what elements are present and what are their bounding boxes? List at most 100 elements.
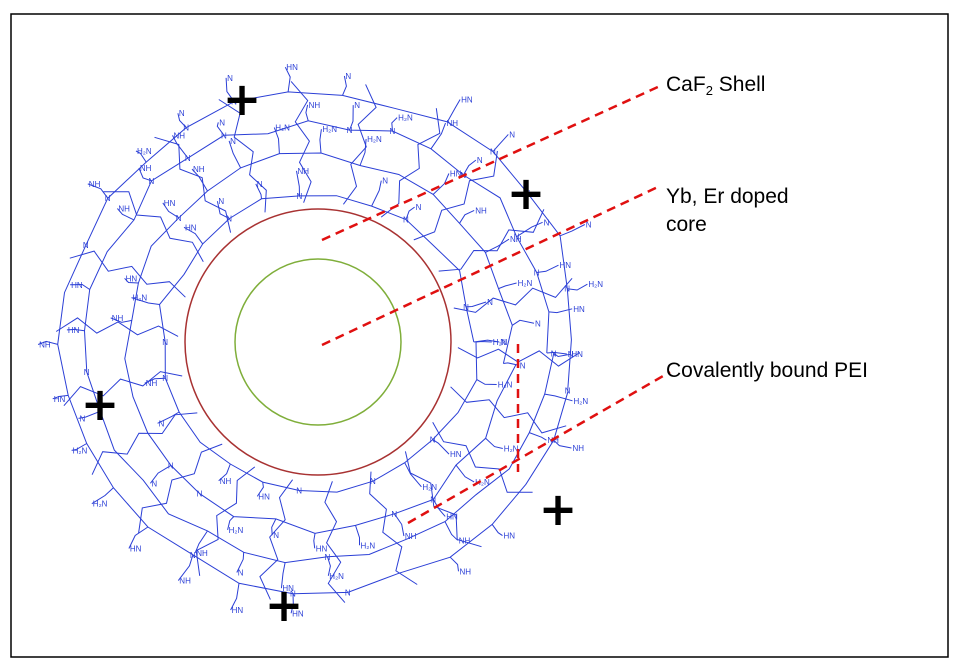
- polymer-branch: [117, 208, 135, 221]
- amine-group-label: N: [273, 531, 279, 540]
- polymer-branch: [256, 482, 264, 497]
- polymer-chain: [158, 195, 478, 493]
- amine-group-label: HN: [258, 492, 270, 501]
- polymer-branch: [78, 410, 101, 419]
- amine-group-label: HN: [54, 395, 66, 404]
- polymer-branch: [194, 530, 208, 553]
- core-label: Yb, Er doped core: [666, 183, 789, 239]
- amine-group-label: H₂N: [422, 483, 437, 492]
- core-label-line1: Yb, Er doped: [666, 185, 789, 208]
- polymer-branch: [216, 122, 225, 136]
- core-circle: [234, 258, 402, 426]
- amine-group-label: H₂N: [398, 114, 413, 123]
- polymer-branch: [498, 282, 517, 290]
- polymer-chain: [413, 150, 498, 241]
- amine-group-label: H₂N: [518, 279, 533, 288]
- positive-charge: +: [538, 482, 578, 536]
- polymer-branch: [466, 301, 487, 308]
- polymer-branch: [255, 183, 262, 199]
- polymer-branch: [491, 524, 503, 537]
- pei-label: Covalently bound PEI: [666, 359, 868, 382]
- amine-group-label: HN: [130, 545, 142, 554]
- polymer-branch: [430, 122, 446, 150]
- amine-group-label: N: [544, 218, 550, 227]
- amine-group-label: NH: [174, 131, 186, 140]
- polymer-branch: [444, 521, 459, 541]
- polymer-branch: [313, 533, 316, 549]
- polymer-branch: [138, 167, 152, 182]
- polymer-chain: [369, 471, 418, 585]
- polymer-branch: [216, 201, 230, 220]
- amine-group-label: N: [477, 156, 483, 165]
- amine-group-label: NH: [405, 532, 417, 541]
- polymer-branch: [71, 443, 87, 451]
- amine-group-label: NH: [39, 341, 51, 350]
- polymer-branch: [128, 526, 149, 549]
- amine-group-label: H₂N: [493, 338, 508, 347]
- amine-group-label: H₂N: [329, 572, 344, 581]
- polymer-chain: [259, 479, 294, 600]
- amine-group-label: HN: [560, 261, 572, 270]
- amine-group-label: NH: [140, 164, 152, 173]
- polymer-branch: [162, 202, 180, 219]
- polymer-branch: [225, 77, 235, 102]
- polymer-branch: [455, 464, 475, 483]
- amine-group-label: H₂N: [275, 124, 290, 133]
- polymer-branch: [66, 328, 85, 332]
- polymer-chain: [438, 209, 545, 272]
- polymer-chain: [154, 136, 232, 233]
- polymer-branch: [70, 283, 90, 290]
- amine-group-label: N: [179, 109, 185, 118]
- shell-leader-line: [321, 84, 661, 242]
- polymer-branch: [227, 516, 235, 531]
- amine-group-label: H₂N: [574, 397, 589, 406]
- amine-group-label: HN: [573, 305, 585, 314]
- amine-group-label: H₂N: [367, 135, 382, 144]
- polymer-branch: [485, 437, 503, 449]
- polymer-branch: [529, 432, 547, 441]
- polymer-branch: [228, 140, 242, 169]
- amine-group-label: N: [509, 130, 515, 139]
- polymer-branch: [559, 224, 586, 237]
- amine-group-label: NH: [220, 477, 232, 486]
- polymer-chain: [290, 81, 312, 203]
- polymer-chain: [404, 451, 482, 548]
- polymer-branch: [150, 464, 172, 484]
- amine-group-label: NH: [309, 101, 321, 110]
- polymer-branch: [567, 283, 588, 291]
- polymer-chain: [124, 152, 517, 534]
- amine-group-label: N: [535, 319, 541, 328]
- polymer-chain: [218, 99, 267, 213]
- polymer-branch: [459, 209, 475, 224]
- amine-group-label: HN: [286, 63, 298, 72]
- amine-group-label: NH: [146, 379, 158, 388]
- polymer-branch: [131, 297, 160, 305]
- amine-group-label: HN: [450, 450, 462, 459]
- amine-group-label: NH: [510, 235, 522, 244]
- polymer-branch: [391, 117, 398, 132]
- polymer-branch: [296, 170, 300, 196]
- amine-group-label: HN: [316, 544, 328, 553]
- amine-group-label: N: [238, 569, 244, 578]
- amine-group-label: HN: [126, 274, 138, 283]
- polymer-branch: [512, 319, 535, 326]
- polymer-branch: [371, 180, 382, 207]
- amine-group-label: HN: [71, 281, 83, 290]
- amine-group-label: H₂N: [137, 147, 152, 156]
- amine-group-label: HN: [282, 584, 294, 593]
- polymer-branch: [305, 104, 309, 121]
- polymer-chain: [324, 481, 346, 603]
- polymer-branch: [476, 379, 497, 385]
- amine-group-label: H₂N: [361, 541, 376, 550]
- amine-group-label: NH: [460, 567, 472, 576]
- amine-group-label: H₂N: [322, 125, 337, 134]
- amine-group-label: N: [382, 177, 388, 186]
- amine-group-label: N: [500, 338, 506, 347]
- polymer-branch: [548, 308, 573, 314]
- shell-label-text: CaF: [666, 73, 706, 96]
- amine-group-label: N: [219, 118, 225, 127]
- polymer-branch: [405, 206, 415, 220]
- polymer-branch: [446, 99, 461, 123]
- polymer-branch: [349, 105, 354, 131]
